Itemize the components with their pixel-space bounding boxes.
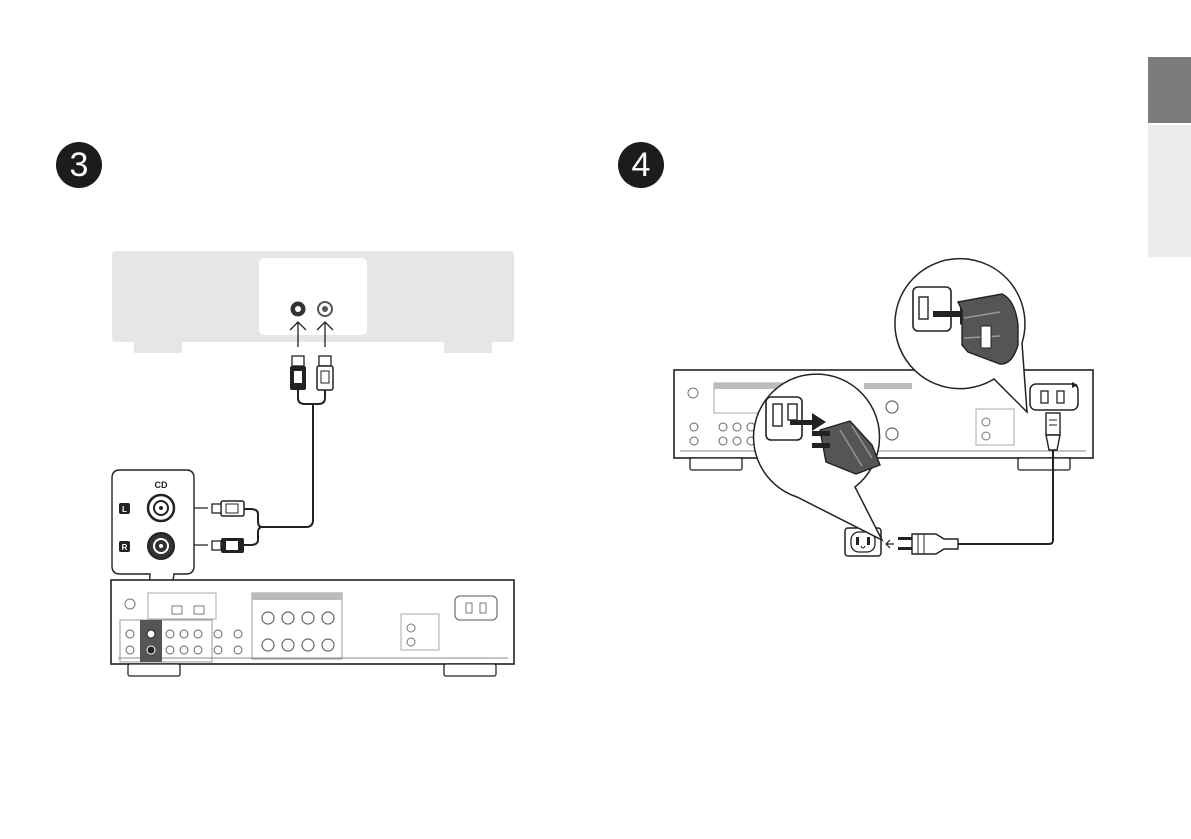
amplifier-rear-panel-step4 — [674, 370, 1093, 470]
cd-player-device — [112, 251, 514, 353]
rca-plug-pair-top — [290, 356, 333, 390]
left-channel-label: L — [122, 505, 127, 514]
wall-plug-callout — [754, 374, 882, 540]
insert-arrow — [886, 540, 894, 548]
rca-plug-pair-bottom — [212, 501, 244, 553]
right-channel-label: R — [122, 543, 128, 552]
amplifier-rear-panel-step3 — [111, 580, 514, 676]
rca-cable — [244, 390, 325, 545]
cd-panel-title: CD — [155, 480, 168, 490]
